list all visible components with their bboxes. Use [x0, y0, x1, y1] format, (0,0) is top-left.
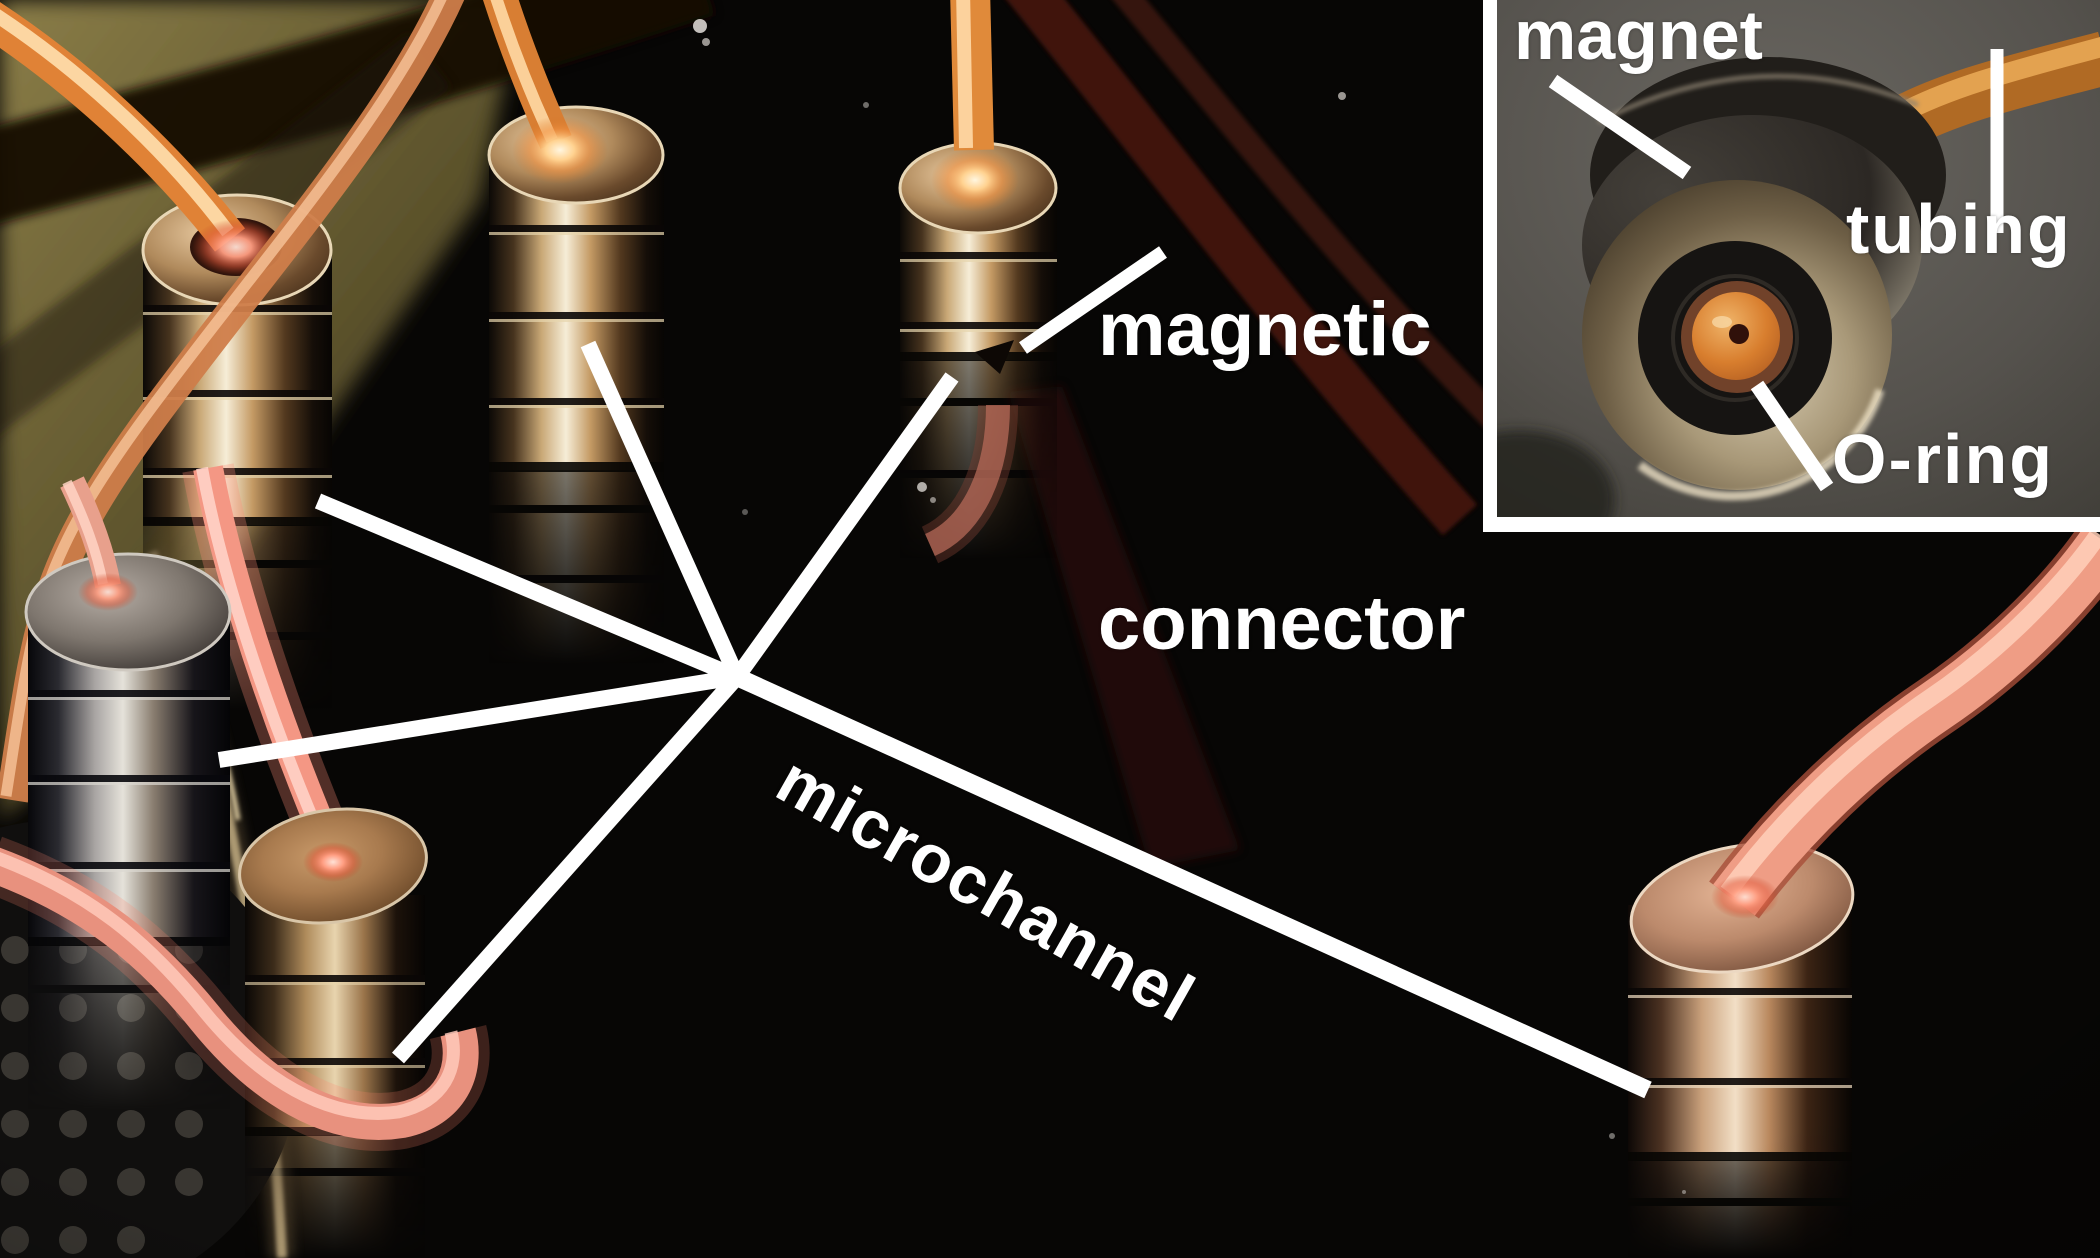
- label-magnetic-connector-line1: magnetic: [1098, 287, 1432, 372]
- inset-panel: magnet tubing O-ring: [1483, 0, 2100, 532]
- label-magnetic-connector-line2: connector: [1098, 581, 1466, 666]
- inset-label-o-ring: O-ring: [1832, 420, 2054, 498]
- inset-connector-closeup: [1497, 0, 2100, 517]
- inset-label-tubing: tubing: [1846, 190, 2072, 268]
- inset-photo: magnet tubing O-ring: [1497, 0, 2100, 517]
- label-magnetic-connector: magnetic connector: [1098, 85, 1465, 869]
- inset-label-magnet: magnet: [1514, 0, 1763, 74]
